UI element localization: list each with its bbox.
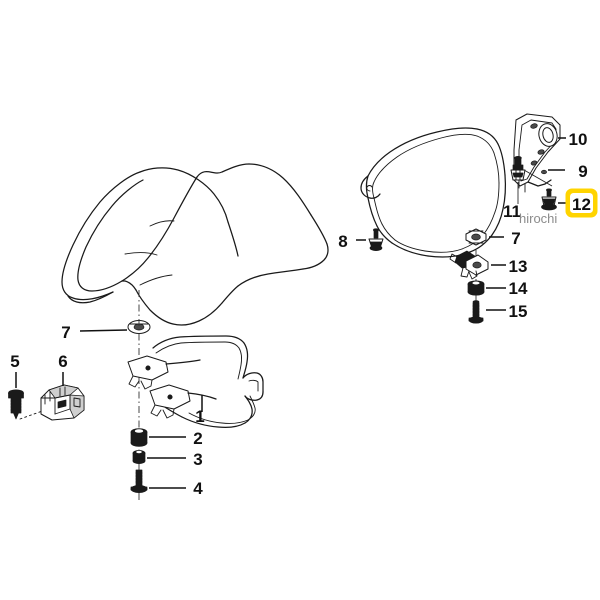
part-8-stud-pin (368, 228, 384, 251)
callout-label-1: 1 (195, 407, 204, 426)
part-11-expansion-rivet (510, 156, 526, 181)
part-2-rubber-grommet-mount (130, 428, 148, 447)
part-7-rubber-buffer-pad-right (465, 228, 487, 246)
pointer-line-11-to-bracket (523, 169, 553, 187)
callout-label-4: 4 (193, 479, 203, 498)
part-13-hinge-clamp (449, 250, 489, 280)
callout-label-10: 10 (569, 130, 588, 149)
callout-label-12: 12 (572, 195, 591, 214)
part-6-seat-lock-catch (40, 384, 85, 421)
part-14-washer (467, 280, 485, 296)
right-seat-assembly: 8 9 (338, 113, 598, 324)
callout-label-2: 2 (193, 429, 202, 448)
watermark-label: hirochi (519, 211, 557, 226)
callout-label-7-right: 7 (511, 229, 520, 248)
part-15-hex-bolt (468, 300, 484, 324)
rider-seat-cushion-outline (61, 163, 329, 326)
leader-line-7-left (79, 329, 128, 332)
callout-label-11: 11 (503, 202, 521, 221)
passenger-seat-cushion-outline (360, 127, 507, 258)
callout-label-15: 15 (509, 302, 528, 321)
highlight-box-12[interactable] (565, 188, 598, 218)
part-10-oval-grommet (538, 123, 558, 147)
callout-label-6: 6 (58, 352, 67, 371)
part-5-screw-fastener (8, 389, 24, 420)
callout-label-5: 5 (10, 352, 19, 371)
callout-label-9: 9 (578, 162, 587, 181)
callout-label-7-left: 7 (61, 323, 70, 342)
left-seat-assembly: 7 (8, 163, 329, 500)
callout-label-3: 3 (193, 450, 202, 469)
part-7-rubber-buffer-pad-left (127, 320, 151, 334)
part-4-hex-bolt (130, 469, 148, 493)
part-12-rubber-stop-bumper (541, 188, 557, 211)
callout-label-13: 13 (509, 257, 528, 276)
part-3-washer (132, 450, 146, 464)
callout-label-8: 8 (338, 232, 347, 251)
callout-label-14: 14 (509, 279, 528, 298)
